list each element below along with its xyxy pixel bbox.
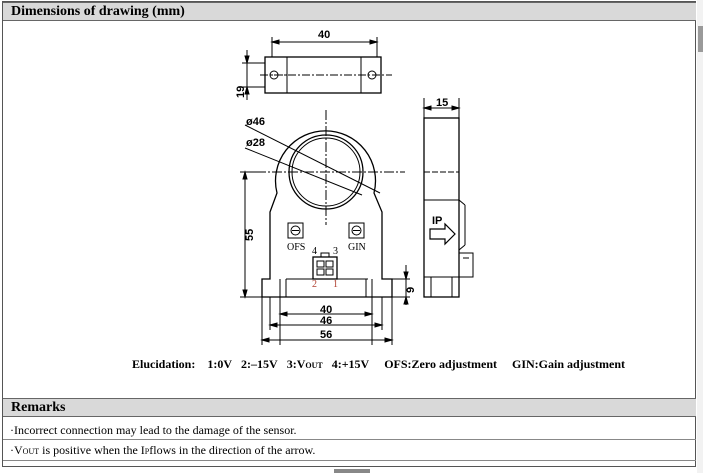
bottom-dim-40: 40	[320, 304, 332, 316]
elucidation-pin1: 1:0V	[207, 357, 233, 371]
side-width-dim: 15	[436, 97, 448, 109]
document-frame	[2, 1, 696, 467]
pin-4-label: 4	[312, 246, 317, 257]
ip-label: IP	[432, 215, 442, 227]
remark-line-2-mid: is positive when the I	[39, 443, 145, 457]
remarks-section-title: Remarks	[11, 400, 66, 415]
remark-bottom-rule	[3, 460, 696, 461]
top-width-dim: 40	[318, 29, 330, 41]
remark-line-2: ·VOUT is positive when the IPflows in th…	[10, 443, 315, 458]
remark-divider	[3, 439, 696, 440]
remark-line-2-sub1: OUT	[22, 447, 40, 456]
remark-line-2-end: flows in the direction of the arrow.	[149, 443, 316, 457]
elucidation-pin3-prefix: 3:V	[286, 357, 306, 371]
foot-height-dim: 9	[405, 287, 417, 293]
top-height-dim: 19	[235, 86, 247, 98]
elucidation-ofs: OFS:Zero adjustment	[384, 357, 497, 371]
gin-label: GIN	[348, 242, 366, 253]
remark-line-2-sub2: P	[144, 447, 150, 456]
elucidation-pin3-sub: OUT	[305, 361, 323, 370]
bottom-dim-46: 46	[320, 315, 332, 327]
elucidation-gin: GIN:Gain adjustment	[512, 357, 626, 371]
pin-3-label: 3	[333, 246, 338, 257]
pin-1-label: 1	[333, 279, 338, 290]
front-view	[240, 110, 410, 345]
side-view	[422, 98, 474, 298]
drawing-section-header: Dimensions of drawing (mm)	[3, 2, 696, 21]
pin-2-label: 2	[312, 279, 317, 290]
elucidation-label: Elucidation:	[132, 357, 196, 371]
drawing-section-title: Dimensions of drawing (mm)	[11, 4, 185, 19]
remark-line-2-v: ·V	[10, 443, 23, 457]
outer-diameter-dim: ø46	[246, 116, 265, 128]
elucidation-line: Elucidation: 1:0V 2:–15V 3:VOUT 4:+15V O…	[132, 357, 625, 372]
elucidation-pin2: 2:–15V	[241, 357, 278, 371]
elucidation-pin3: 3:VOUT	[287, 357, 323, 371]
elucidation-pin4: 4:+15V	[331, 357, 370, 371]
vertical-scrollbar[interactable]	[697, 0, 703, 473]
vertical-scrollbar-thumb[interactable]	[698, 26, 703, 52]
height-dim: 55	[244, 229, 256, 241]
remarks-section-header: Remarks	[3, 398, 696, 417]
top-view	[242, 37, 392, 100]
horizontal-scrollbar-thumb[interactable]	[334, 469, 370, 473]
inner-diameter-dim: ø28	[246, 137, 265, 149]
remark-line-1: ·Incorrect connection may lead to the da…	[10, 423, 297, 437]
bottom-dim-56: 56	[320, 329, 332, 341]
ofs-label: OFS	[287, 242, 305, 253]
